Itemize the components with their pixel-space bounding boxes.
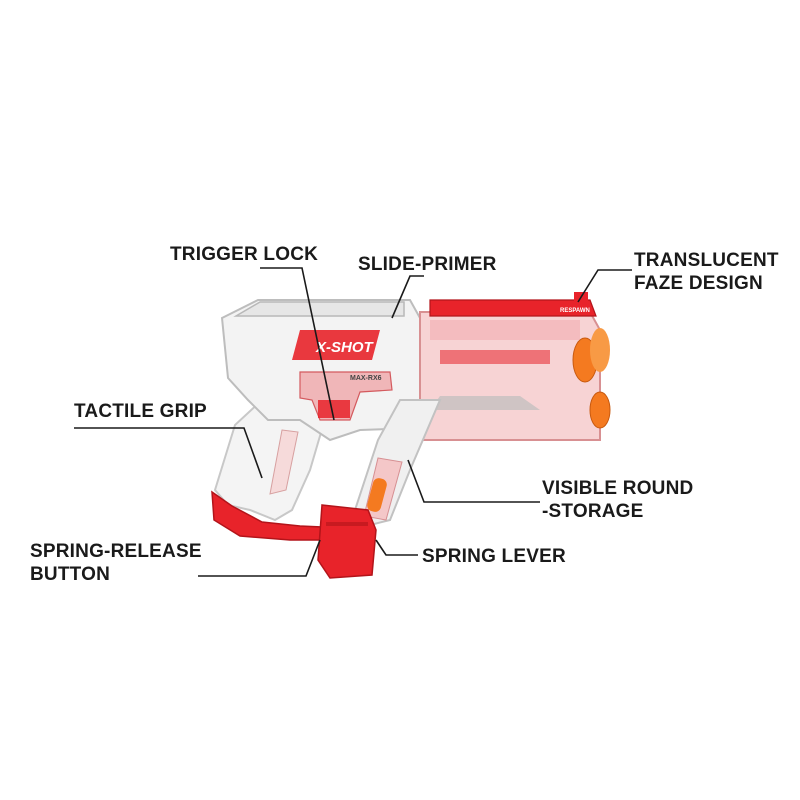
visible-round-line2: -STORAGE: [542, 501, 644, 522]
spring-lever-label: SPRING LEVER: [422, 545, 566, 568]
visible-round-label: VISIBLE ROUND -STORAGE: [542, 477, 693, 523]
translucent-line2: FAZE DESIGN: [634, 273, 763, 294]
trigger-lock-label: TRIGGER LOCK: [170, 243, 318, 266]
slide-primer-text: SLIDE-PRIMER: [358, 254, 497, 275]
translucent-faze-label: TRANSLUCENT FAZE DESIGN: [634, 249, 779, 295]
translucent-leader: [577, 269, 632, 303]
respawn-mark: RESPAWN: [560, 308, 590, 314]
slide-primer-leader: [391, 275, 424, 319]
spring-lever-leader: [375, 539, 418, 556]
tactile-grip-label: TACTILE GRIP: [74, 400, 207, 423]
tactile-grip-text: TACTILE GRIP: [74, 401, 207, 422]
model-mark: MAX-RX6: [350, 375, 382, 382]
callout-leaders: [74, 267, 632, 577]
visible-round-line1: VISIBLE ROUND: [542, 478, 694, 499]
spring-release-line1: SPRING-RELEASE: [30, 541, 202, 562]
xshot-logo: X-SHOT: [315, 339, 375, 356]
blaster-icon: X-SHOT MAX-RX6 RESPAWN: [211, 292, 611, 579]
spring-release-label: SPRING-RELEASE BUTTON: [30, 540, 202, 586]
slide-primer-label: SLIDE-PRIMER: [358, 253, 497, 276]
translucent-line1: TRANSLUCENT: [634, 250, 779, 271]
spring-release-line2: BUTTON: [30, 564, 111, 585]
trigger-lock-leader: [260, 267, 335, 421]
tactile-grip-leader: [74, 427, 263, 479]
trigger-lock-text: TRIGGER LOCK: [170, 244, 319, 265]
visible-round-leader: [407, 459, 540, 503]
spring-release-leader: [198, 539, 321, 577]
spring-lever-text: SPRING LEVER: [422, 546, 566, 567]
